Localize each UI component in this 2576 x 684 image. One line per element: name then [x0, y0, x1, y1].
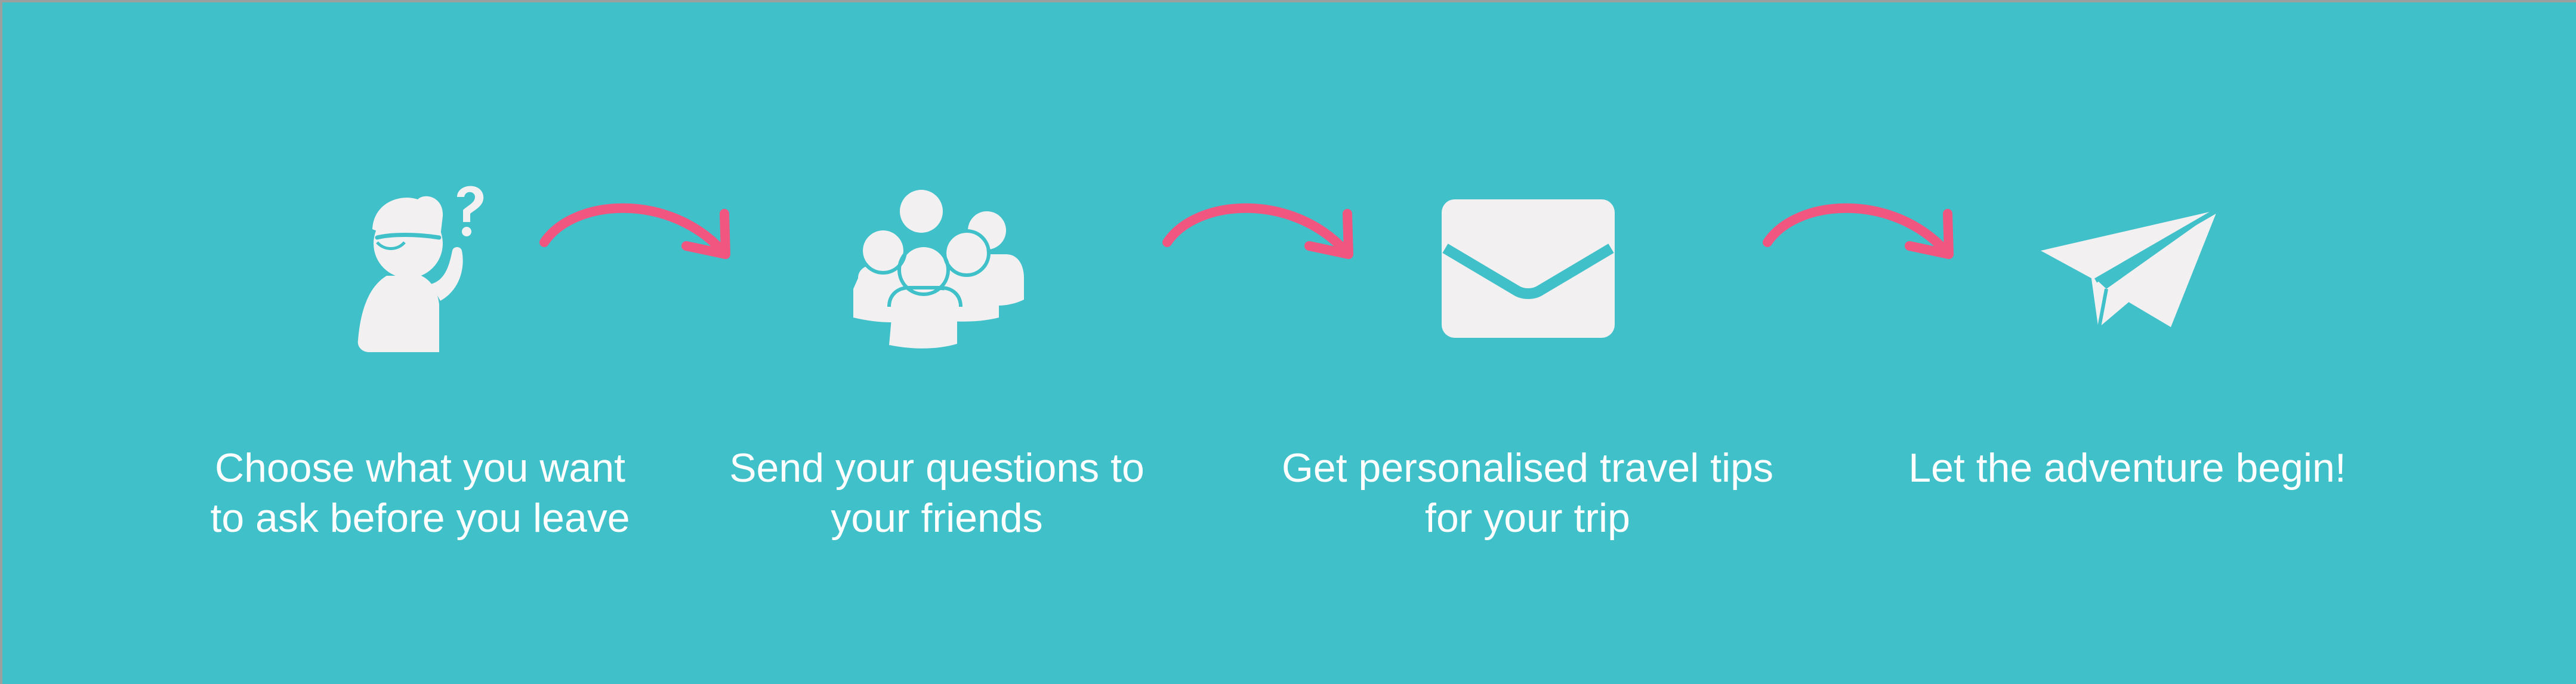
- curved-arrow-icon: [1161, 192, 1358, 264]
- envelope-icon: [1442, 199, 1615, 338]
- caption-line: to ask before you leave: [210, 495, 630, 541]
- caption-line: Send your questions to: [729, 445, 1144, 491]
- step-caption: Send your questions to your friends: [644, 443, 1229, 543]
- caption-line: Get personalised travel tips: [1282, 445, 1773, 491]
- caption-line: Let the adventure begin!: [1908, 445, 2346, 491]
- step-caption: Choose what you want to ask before you l…: [128, 443, 712, 543]
- caption-line: your friends: [831, 495, 1043, 541]
- step-caption: Get personalised travel tips for your tr…: [1235, 443, 1820, 543]
- caption-line: for your trip: [1425, 495, 1630, 541]
- curved-arrow-icon: [1761, 192, 1958, 264]
- group-icon: [850, 189, 1029, 350]
- caption-line: Choose what you want: [215, 445, 625, 491]
- step-caption: Let the adventure begin!: [1835, 443, 2420, 493]
- curved-arrow-icon: [538, 192, 735, 264]
- person-question-icon: [343, 179, 498, 358]
- paper-plane-icon: [2041, 208, 2220, 331]
